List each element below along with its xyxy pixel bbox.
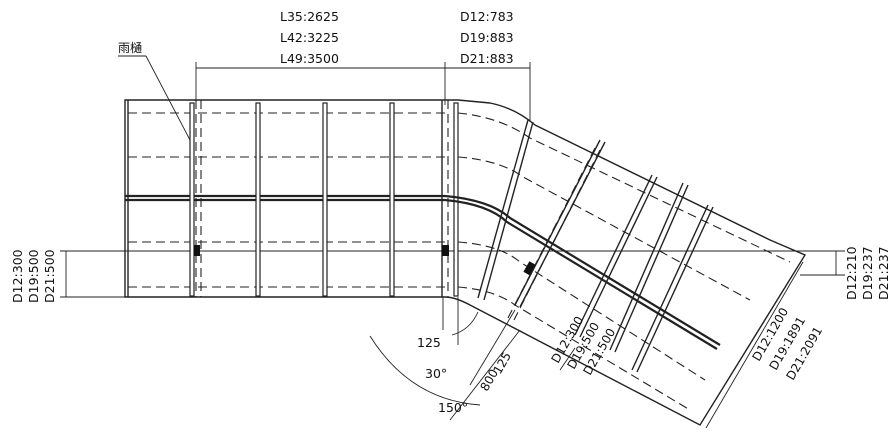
dimension-lines xyxy=(60,62,845,429)
top-right-dim-3: D21:883 xyxy=(460,51,514,66)
straight-roof-section xyxy=(60,99,845,426)
top-right-dim-1: D12:783 xyxy=(460,9,514,24)
angle-150: 150° xyxy=(438,400,468,415)
dim-125-a: 125 xyxy=(417,335,441,350)
right-dim-1: D12:210 xyxy=(844,246,859,300)
post-left xyxy=(194,245,200,256)
post-angled xyxy=(523,261,536,276)
length-dim-3: L49:3500 xyxy=(280,51,339,66)
length-dim-1: L35:2625 xyxy=(280,9,339,24)
gutter-label: 雨樋 xyxy=(118,40,142,55)
left-dim-2: D19:500 xyxy=(26,249,41,303)
length-dim-2: L42:3225 xyxy=(280,30,339,45)
right-dim-2: D19:237 xyxy=(860,246,875,300)
left-dim-3: D21:500 xyxy=(42,249,57,303)
angled-roof-section xyxy=(444,112,791,411)
post-middle xyxy=(442,245,449,256)
angle-30: 30° xyxy=(425,366,447,381)
left-dim-1: D12:300 xyxy=(10,249,25,303)
top-right-dim-2: D19:883 xyxy=(460,30,514,45)
right-dim-3: D21:237 xyxy=(876,246,891,300)
drawing-labels: 雨樋 L35:2625 L42:3225 L49:3500 D12:783 D1… xyxy=(10,9,891,415)
